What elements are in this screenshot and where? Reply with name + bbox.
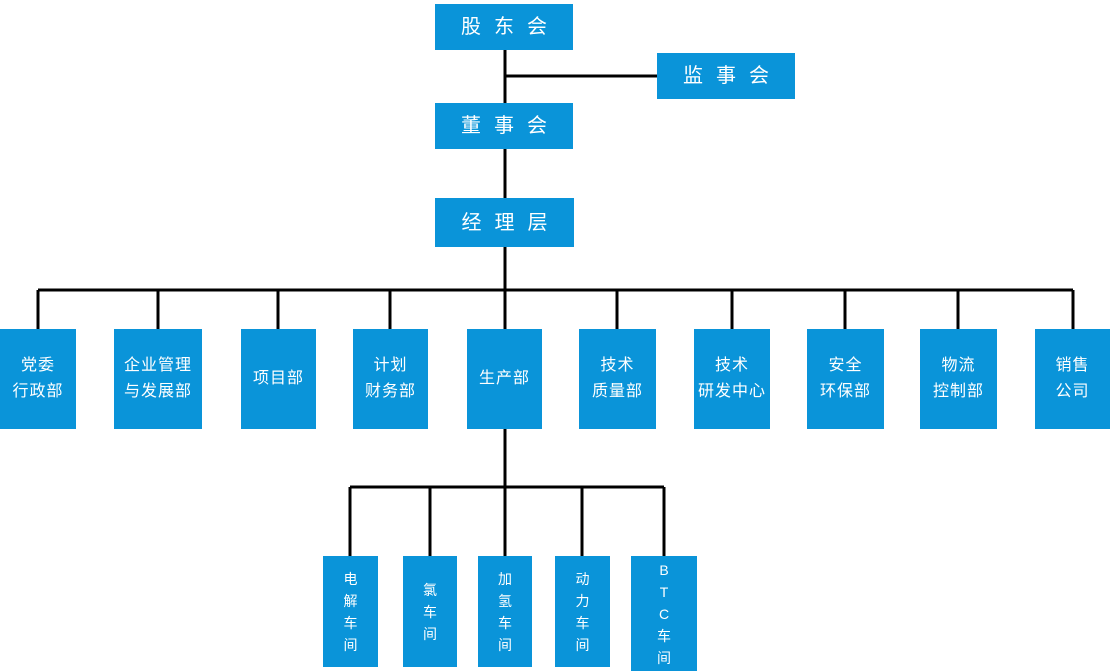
node-chlorine-workshop: 氯车间	[403, 556, 457, 667]
node-label-line: 控制部	[932, 383, 984, 400]
node-label-line: T	[659, 583, 669, 600]
connector-path	[36, 50, 1075, 556]
node-production-dept: 生产部	[467, 329, 542, 429]
node-project-dept: 项目部	[241, 329, 316, 429]
node-label-line: 车	[343, 614, 358, 631]
node-label-line: 电	[343, 570, 358, 587]
node-power-workshop: 动力车间	[555, 556, 610, 667]
node-label-line: 技术	[600, 357, 635, 374]
node-tech-quality-dept: 技术质量部	[579, 329, 656, 429]
node-label-line: 间	[343, 636, 358, 653]
node-label-line: 氯	[423, 581, 437, 598]
node-label-line: 公司	[1055, 383, 1090, 400]
node-label-line: 环保部	[819, 383, 871, 400]
node-party-admin-dept: 党委行政部	[0, 329, 76, 429]
node-tech-rd-center: 技术研发中心	[694, 329, 770, 429]
node-label-line: 间	[423, 625, 437, 642]
node-label-line: 车	[498, 614, 512, 631]
node-management-team: 经理层	[435, 198, 574, 247]
node-label-line: 间	[575, 636, 590, 653]
node-label-line: 董事会	[461, 115, 560, 137]
node-label-line: B	[659, 561, 669, 578]
node-label-line: 党委	[20, 357, 55, 374]
node-label-line: C	[658, 605, 670, 622]
node-label-line: 氢	[498, 592, 512, 609]
node-shareholders-meeting: 股东会	[435, 4, 573, 50]
node-label-line: 车	[657, 627, 671, 644]
node-electrolysis-workshop: 电解车间	[323, 556, 378, 667]
node-enterprise-mgmt-dev-dept: 企业管理与发展部	[114, 329, 202, 429]
node-safety-env-dept: 安全环保部	[807, 329, 884, 429]
node-planning-finance-dept: 计划财务部	[353, 329, 428, 429]
node-label-line: 物流	[941, 357, 976, 374]
node-label-line: 加	[498, 570, 512, 587]
node-logistics-control-dept: 物流控制部	[920, 329, 997, 429]
node-label-line: 股东会	[461, 16, 560, 38]
node-label-line: 企业管理	[123, 357, 192, 374]
node-label-line: 技术	[714, 357, 749, 374]
node-label-line: 经理层	[461, 211, 561, 234]
node-label-line: 财务部	[364, 383, 416, 400]
node-label-line: 解	[343, 592, 358, 609]
node-label-line: 行政部	[12, 383, 64, 400]
node-label-line: 计划	[373, 357, 408, 374]
node-hydrogenation-workshop: 加氢车间	[478, 556, 532, 667]
node-label-line: 间	[498, 636, 512, 653]
node-label-line: 间	[657, 649, 671, 666]
node-board-of-directors: 董事会	[435, 103, 573, 149]
node-label-line: 力	[575, 592, 590, 609]
node-label-line: 车	[575, 614, 590, 631]
node-label-line: 研发中心	[697, 383, 766, 400]
node-label-line: 项目部	[252, 370, 304, 387]
node-label-line: 动	[575, 570, 590, 587]
node-label-line: 车	[423, 603, 437, 620]
node-sales-company: 销售公司	[1035, 329, 1110, 429]
node-label-line: 监事会	[683, 65, 782, 87]
node-label-line: 安全	[828, 357, 863, 374]
node-supervisory-board: 监事会	[657, 53, 795, 99]
node-label-line: 质量部	[591, 383, 643, 400]
node-label-line: 销售	[1055, 357, 1090, 374]
node-label-line: 与发展部	[123, 383, 192, 400]
node-label-line: 生产部	[478, 370, 530, 387]
